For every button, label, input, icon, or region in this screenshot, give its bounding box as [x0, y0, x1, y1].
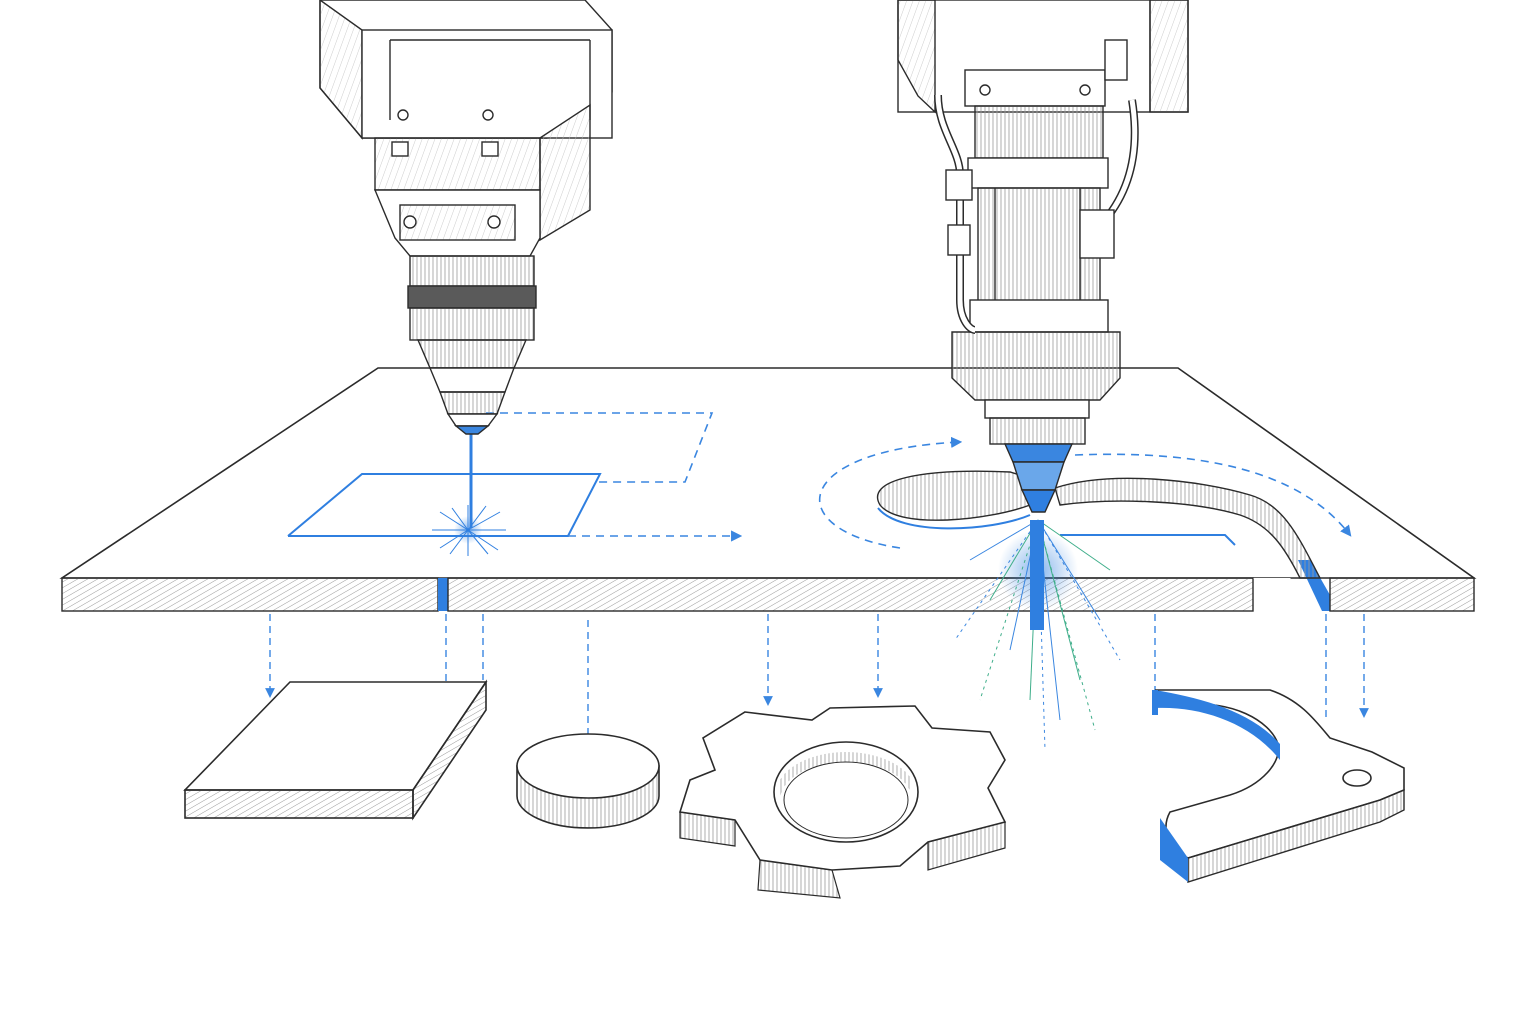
left-laser-head	[319, 0, 613, 435]
left-spark-burst	[432, 505, 506, 556]
metal-sheet	[59, 367, 1477, 612]
sheet-edge-right	[1329, 577, 1475, 612]
kerf-cut-right	[1253, 578, 1330, 611]
cut-wave-groove	[1054, 477, 1322, 579]
dashed-cut-path	[486, 412, 714, 483]
rectangle-part	[183, 679, 488, 821]
sheet-top-face	[59, 367, 1477, 579]
hook-top-face	[1154, 689, 1405, 859]
sheet-edge-middle	[447, 577, 1254, 612]
right-spark-spray	[954, 519, 1121, 751]
left-cut-paths	[287, 412, 743, 556]
sheet-edge-left	[61, 577, 439, 612]
dashed-circle-arrow-left	[818, 436, 963, 549]
hook-hole	[1342, 769, 1372, 787]
gear-part	[678, 705, 1007, 899]
hook-part	[1152, 689, 1405, 883]
right-cut-paths	[818, 436, 1352, 751]
dashed-curve-arrow-right	[1074, 453, 1352, 537]
hook-cut-edge-blue	[1155, 690, 1280, 760]
cut-loop-groove	[877, 470, 1031, 521]
right-laser-head	[897, 0, 1189, 513]
cut-loop-inner	[877, 507, 1031, 530]
disc-part	[516, 733, 660, 829]
cut-wave-blue-line	[1060, 534, 1236, 546]
kerf-cut-left	[438, 578, 448, 611]
